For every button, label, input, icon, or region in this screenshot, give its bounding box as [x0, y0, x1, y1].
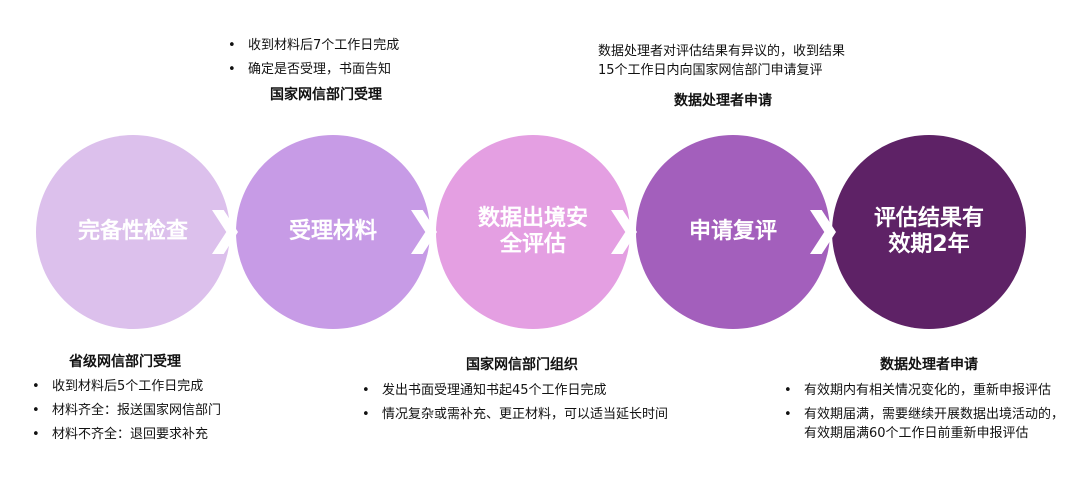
step-label: 完备性检查 [77, 219, 188, 244]
annotation-bottom-left: 省级网信部门受理 •收到材料后5个工作日完成 •材料齐全：报送国家网信部门 •材… [28, 352, 221, 449]
step-circle-completeness-check: 完备性检查 [36, 135, 230, 329]
bullet-icon: • [784, 407, 792, 422]
annotation-bottom-right: 数据处理者申请 •有效期内有相关情况变化的，重新申报评估 •有效期届满，需要继续… [780, 355, 1064, 448]
list-item: •确定是否受理，书面告知 [228, 62, 392, 77]
list-item: •收到材料后5个工作日完成 [32, 379, 204, 394]
bullet-icon: • [362, 407, 370, 422]
bullet-list: •有效期内有相关情况变化的，重新申报评估 •有效期届满，需要继续开展数据出境活动… [780, 381, 1064, 443]
annotation-top-right: 数据处理者对评估结果有异议的，收到结果 15个工作日内向国家网信部门申请复评 数… [598, 42, 845, 111]
step-label: 申请复评 [688, 219, 777, 244]
bullet-icon: • [784, 383, 792, 398]
annotation-text: 数据处理者对评估结果有异议的，收到结果 15个工作日内向国家网信部门申请复评 [598, 44, 846, 78]
list-item: •材料不齐全：退回要求补充 [32, 427, 209, 442]
bullet-icon: • [362, 383, 370, 398]
list-item: •收到材料后7个工作日完成 [228, 38, 400, 53]
list-item: •有效期届满，需要继续开展数据出境活动的， 有效期届满60个工作日前重新申报评估 [784, 407, 1065, 441]
annotation-title: 数据处理者申请 [674, 93, 772, 109]
bullet-list: •收到材料后5个工作日完成 •材料齐全：报送国家网信部门 •材料不齐全：退回要求… [28, 377, 221, 444]
bullet-icon: • [32, 403, 40, 418]
annotation-title: 国家网信部门组织 [466, 357, 578, 373]
bullet-list: •发出书面受理通知书起45个工作日完成 •情况复杂或需补充、更正材料，可以适当延… [358, 381, 668, 424]
bullet-list: •收到材料后7个工作日完成 •确定是否受理，书面告知 [224, 36, 399, 79]
annotation-title: 国家网信部门受理 [270, 87, 382, 103]
step-circle-validity-period: 评估结果有 效期2年 [832, 135, 1026, 329]
bullet-icon: • [228, 38, 236, 53]
step-circle-request-review: 申请复评 [636, 135, 830, 329]
step-label: 评估结果有 效期2年 [873, 206, 984, 257]
bullet-icon: • [32, 427, 40, 442]
step-label: 受理材料 [288, 219, 377, 244]
list-item: •有效期内有相关情况变化的，重新申报评估 [784, 383, 1052, 398]
bullet-icon: • [32, 379, 40, 394]
step-circle-security-assessment: 数据出境安 全评估 [436, 135, 630, 329]
step-circle-accept-materials: 受理材料 [236, 135, 430, 329]
annotation-bottom-center: 国家网信部门组织 •发出书面受理通知书起45个工作日完成 •情况复杂或需补充、更… [358, 355, 668, 429]
list-item: •发出书面受理通知书起45个工作日完成 [362, 383, 607, 398]
list-item: •情况复杂或需补充、更正材料，可以适当延长时间 [362, 407, 669, 422]
list-item: •材料齐全：报送国家网信部门 [32, 403, 222, 418]
bullet-icon: • [228, 62, 236, 77]
annotation-title: 数据处理者申请 [880, 357, 978, 373]
annotation-title: 省级网信部门受理 [69, 354, 181, 370]
step-label: 数据出境安 全评估 [477, 206, 588, 257]
annotation-top-left: •收到材料后7个工作日完成 •确定是否受理，书面告知 国家网信部门受理 [224, 36, 399, 105]
